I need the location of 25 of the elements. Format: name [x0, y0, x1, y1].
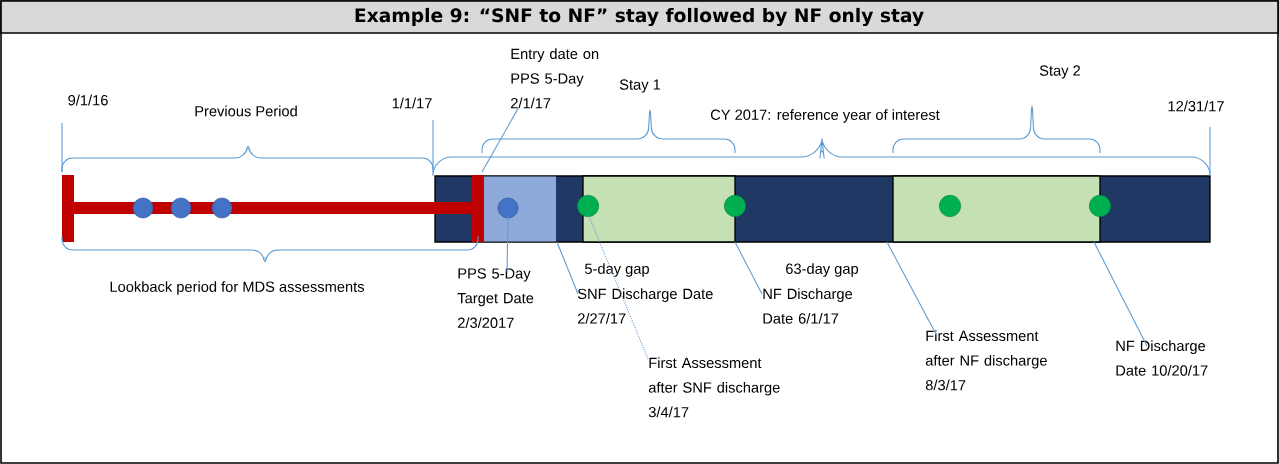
text-label: Previous Period	[195, 105, 297, 117]
annotation-text: Entry date on PPS 5-Day 2/1/17	[511, 48, 599, 109]
text-label: Stay 1	[619, 79, 661, 93]
annotation-text: First Assessment after SNF discharge 3/4/17	[648, 357, 780, 418]
text-label: 1/1/17	[392, 97, 432, 109]
annotation-text: NF Discharge Date 10/20/17	[1116, 340, 1208, 376]
leader-line	[886, 241, 938, 337]
text-label: 5-day gap	[585, 263, 649, 277]
text-label: Lookback period for MDS assessments	[110, 281, 364, 295]
text-label: 63-day gap	[786, 263, 859, 277]
leader-line	[506, 215, 509, 273]
title-banner: Example 9: “SNF to NF” stay followed by NF only stay	[0, 0, 1279, 34]
annotation-text: PPS 5-Day Target Date 2/3/2017	[457, 268, 534, 328]
leader-line	[481, 108, 519, 173]
text-label: 12/31/17	[1168, 100, 1224, 112]
text-label: 9/1/16	[68, 94, 108, 106]
text-label: Stay 2	[1039, 65, 1081, 79]
leader-line	[734, 241, 763, 295]
annotation-text: First Assessment after NF discharge 8/3/17	[925, 330, 1047, 391]
leader-line	[556, 241, 579, 295]
leader-line	[587, 213, 649, 360]
leader-line	[1093, 241, 1148, 347]
annotation-text: NF Discharge Date 6/1/17	[763, 288, 853, 324]
text-label: CY 2017: reference year of interest	[710, 109, 940, 123]
annotation-text: SNF Discharge Date 2/27/17	[577, 288, 713, 324]
